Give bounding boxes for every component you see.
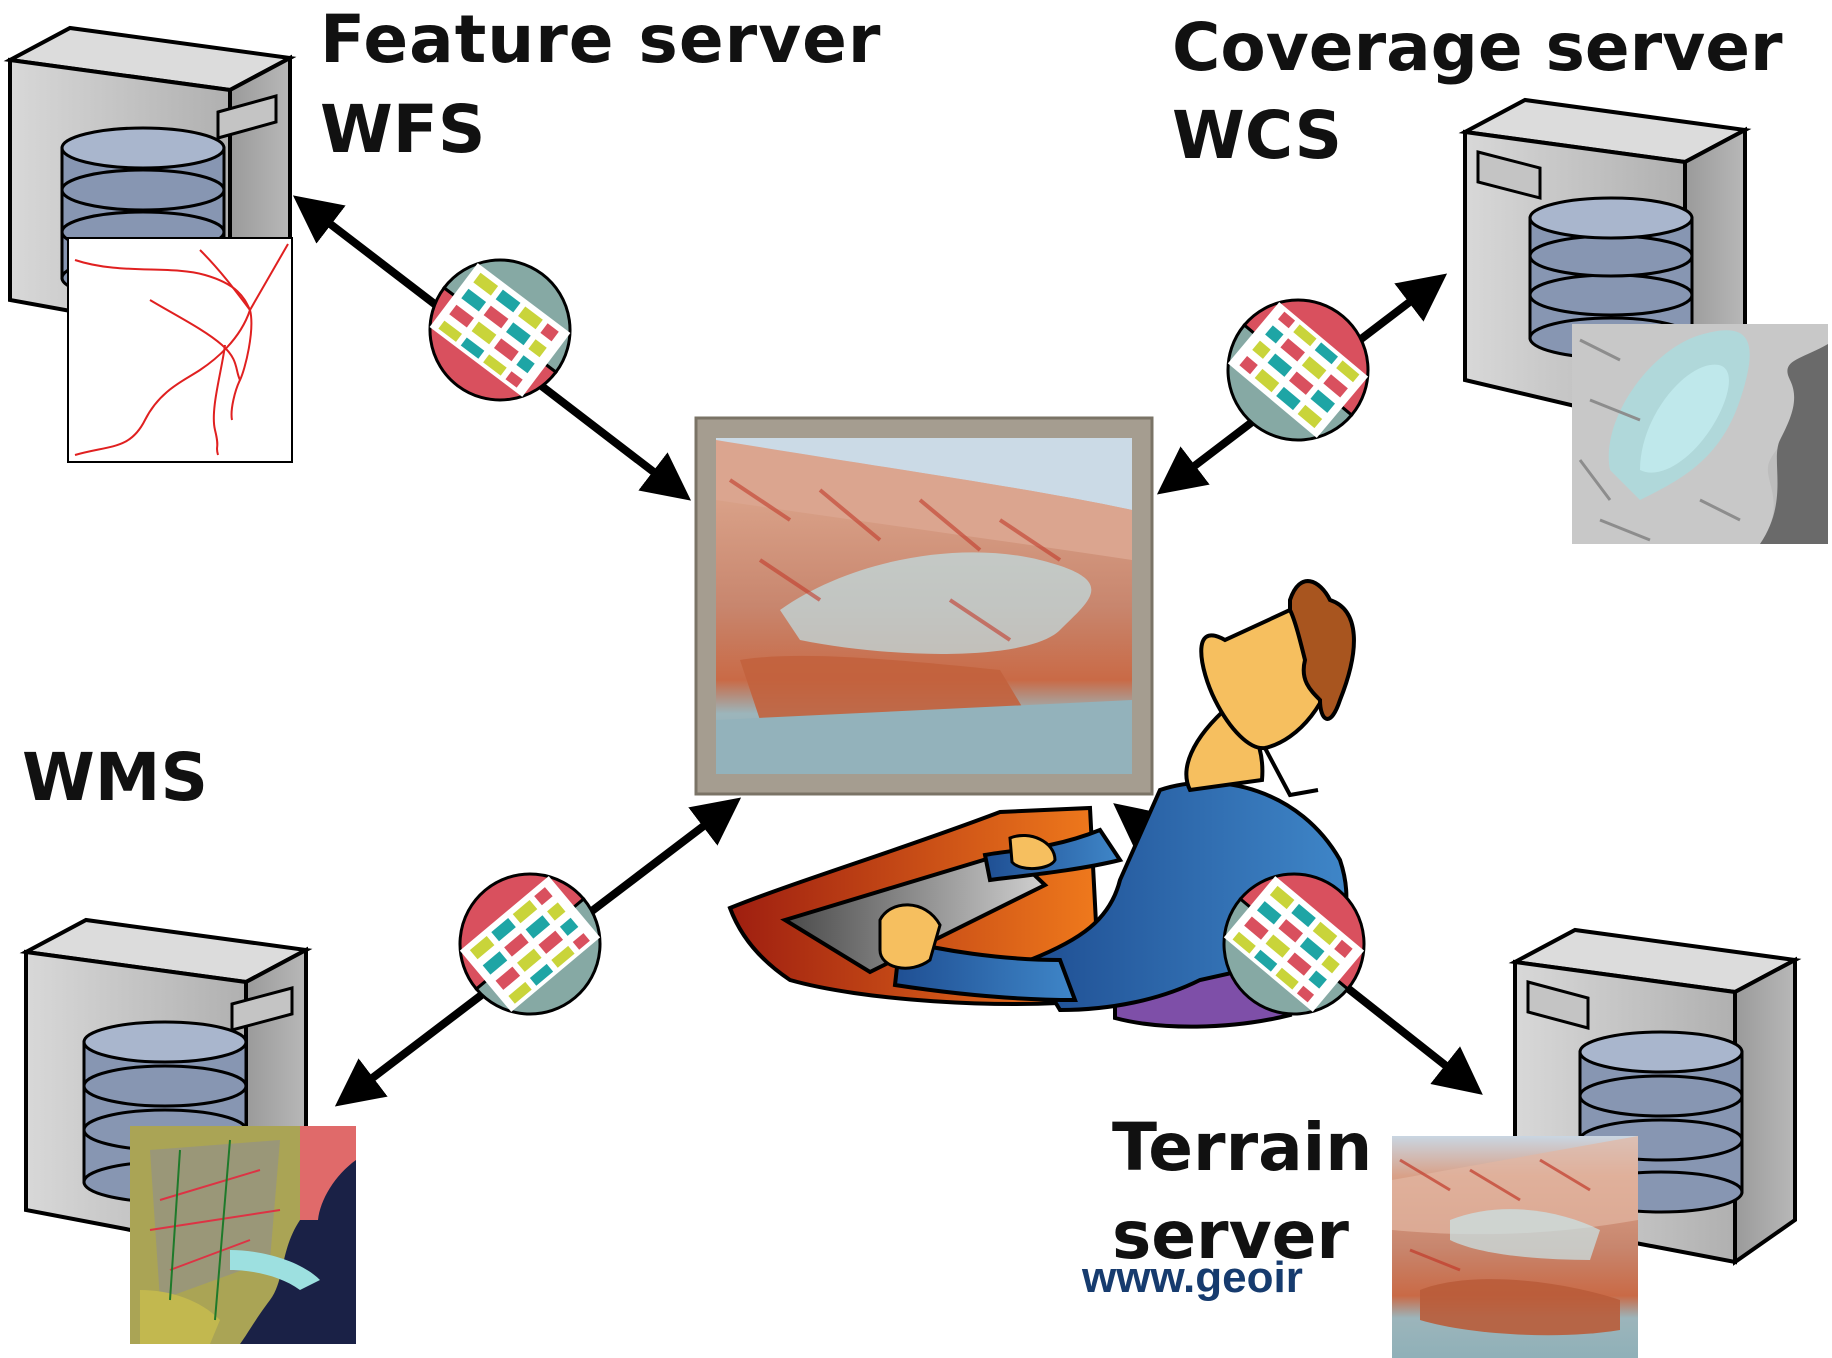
terrain-server-label: server xyxy=(1112,1197,1349,1274)
feature-map-thumbnail xyxy=(67,237,293,463)
monitor-icon xyxy=(694,416,1154,796)
connector-icon xyxy=(1222,872,1366,1016)
wcs-label: WCS xyxy=(1172,97,1342,174)
wms-label: WMS xyxy=(22,739,208,816)
connector-icon xyxy=(428,258,572,402)
terrain-label: Terrain xyxy=(1112,1109,1372,1186)
coverage-server-label: Coverage server xyxy=(1172,9,1783,86)
wms-map-thumbnail xyxy=(130,1126,356,1344)
wfs-label: WFS xyxy=(320,91,485,168)
feature-server-label: Feature server xyxy=(320,1,881,78)
terrain-map-thumbnail xyxy=(1392,1136,1638,1358)
coverage-map-thumbnail xyxy=(1572,324,1828,544)
connector-icon xyxy=(1226,298,1370,442)
connector-icon xyxy=(458,872,602,1016)
website-label: www.geoir xyxy=(1081,1253,1303,1302)
